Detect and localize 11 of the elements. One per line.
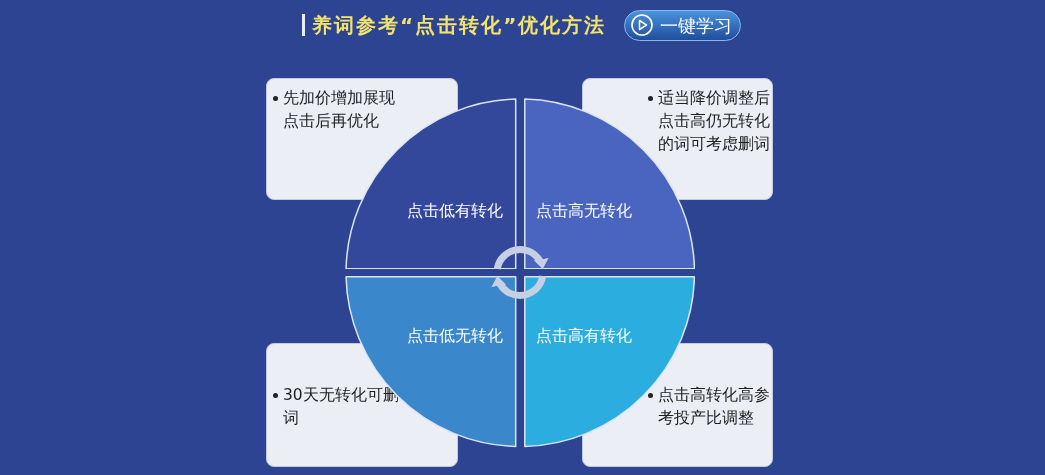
curved-arrow: [492, 275, 547, 299]
quadrant-label: 点击低无转化: [407, 324, 503, 347]
quadrant-label: 点击高有转化: [536, 324, 632, 347]
bullet-text: 点击高转化高参考投产比调整: [658, 385, 771, 429]
quadrant-label: 点击低有转化: [407, 199, 503, 222]
curved-arrow: [493, 246, 548, 270]
quadrant-label: 点击高无转化: [536, 199, 632, 222]
learn-button: 一键学习: [624, 10, 741, 41]
bullet-text: 先加价增加展现点击后再优化: [283, 88, 396, 132]
bullet-text: 适当降价调整后点击高仍无转化的词可考虑删词: [658, 88, 771, 155]
title: 养词参考“点击转化”优化方法: [312, 12, 607, 38]
